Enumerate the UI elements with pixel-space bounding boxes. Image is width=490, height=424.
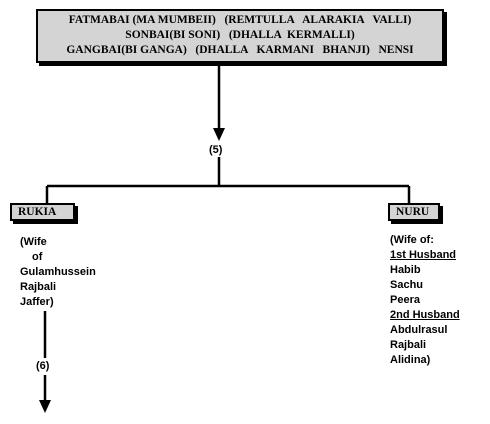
rukia-details: (Wife of Gulamhussein Rajbali Jaffer) [20,235,96,310]
detail-line: Rajbali [390,339,427,351]
detail-line: of [32,251,43,263]
parent-line-2: SONBAI(BI SONI) (DHALLA KERMALLI) [125,29,355,41]
detail-line: Peera [390,294,420,306]
detail-line: (Wife of: [390,234,434,246]
detail-line: 2nd Husband [390,309,460,321]
detail-line: Gulamhussein [20,266,96,278]
parent-line-1: FATMABAI (MA MUMBEII) (REMTULLA ALARAKIA… [68,14,412,26]
parents-box: FATMABAI (MA MUMBEII) (REMTULLA ALARAKIA… [36,9,444,63]
child-box-rukia: RUKIA [10,203,75,221]
down-arrow-icon [213,128,225,141]
detail-line: 1st Husband [390,249,457,261]
detail-line: Alidina) [390,354,431,366]
nuru-details: (Wife of: 1st Husband Habib Sachu Peera … [390,233,460,368]
detail-line: Abdulrasul [390,324,448,336]
continuation-label: (6) [36,360,50,372]
detail-line: Rajbali [20,281,57,293]
detail-line: Jaffer) [20,296,54,308]
detail-line: (Wife [20,236,47,248]
generation-label: (5) [209,144,223,156]
detail-line: Sachu [390,279,424,291]
child-name: NURU [396,206,430,218]
detail-line: Habib [390,264,421,276]
down-arrow-icon [39,400,51,413]
child-box-nuru: NURU [388,203,440,221]
parent-line-3: GANGBAI(BI GANGA) (DHALLA KARMANI BHANJI… [66,44,414,56]
child-name: RUKIA [18,206,57,218]
